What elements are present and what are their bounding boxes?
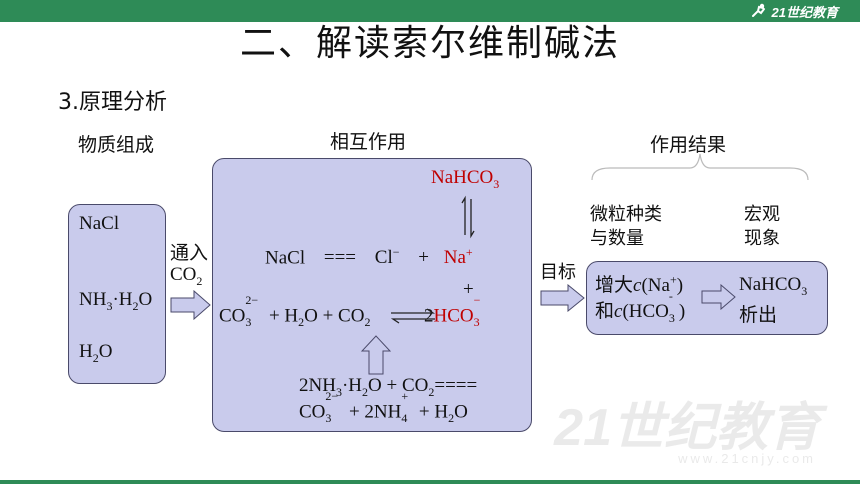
page-title: 二、解读索尔维制碱法 (239, 23, 620, 64)
nahco3-product: NaHCO3 (739, 274, 808, 298)
brand-logo: 21世纪教育 (750, 2, 838, 20)
heading-composition: 物质组成 (78, 134, 155, 156)
heading-result: 作用结果 (650, 134, 727, 156)
dissociation-equation: NaCl === Cl− + Na+ (265, 245, 473, 269)
heading-interaction: 相互作用 (330, 131, 407, 153)
brand-logo-text: 21世纪教育 (771, 4, 838, 20)
result-box: 增大c(Na+) 和c(HCO3-) NaHCO3 析出 (586, 261, 828, 335)
ammonia-equation-line2: CO32− + 2NH4+ + H2O (299, 389, 468, 426)
macro-heading-1: 宏观 (744, 204, 780, 225)
interaction-box: NaHCO3 NaCl === Cl− + Na+ + CO32− + H2O … (212, 158, 532, 432)
composition-box: NaCl NH3·H2O H2O (68, 204, 166, 384)
precipitate-text: 析出 (739, 304, 778, 326)
plus-sign: + (463, 279, 474, 300)
top-bar: 21世纪教育 (0, 0, 860, 22)
increase-hco3-text: 和c(HCO3-) (595, 288, 686, 325)
result-arrow-icon (701, 284, 736, 310)
arrow1-label-bottom: CO2 (170, 264, 203, 288)
micro-heading-2: 与数量 (590, 228, 644, 249)
arrow1-label-top: 通入 (170, 242, 209, 264)
up-arrow-icon (361, 335, 391, 375)
result-bracket (591, 153, 809, 181)
right-arrow-icon (170, 290, 211, 320)
macro-heading-2: 现象 (744, 228, 780, 249)
h2o-label: H2O (79, 341, 113, 365)
equilibrium-arrow-icon (390, 308, 436, 324)
increase-na-text: 增大c(Na+) (595, 272, 684, 296)
section-subtitle: 3.原理分析 (58, 90, 167, 115)
nahco3-top: NaHCO3 (431, 167, 500, 191)
bottom-bar (0, 480, 860, 484)
runner-icon (751, 3, 765, 17)
nacl-label: NaCl (79, 213, 120, 234)
vertical-equilibrium-icon (461, 195, 475, 239)
nh3-h2o-label: NH3·H2O (79, 289, 153, 313)
watermark-url: www.21cnjy.com (678, 451, 816, 466)
ammonia-equation-line1: 2NH3·H2O + CO2==== (299, 375, 478, 399)
watermark-logo: 21世纪教育 (554, 399, 820, 457)
carbonate-equation: CO32− + H2O + CO2 2HCO3− (219, 293, 481, 330)
micro-heading-1: 微粒种类 (590, 204, 662, 225)
right-arrow-icon-2 (540, 284, 585, 312)
arrow2-label: 目标 (540, 262, 576, 283)
